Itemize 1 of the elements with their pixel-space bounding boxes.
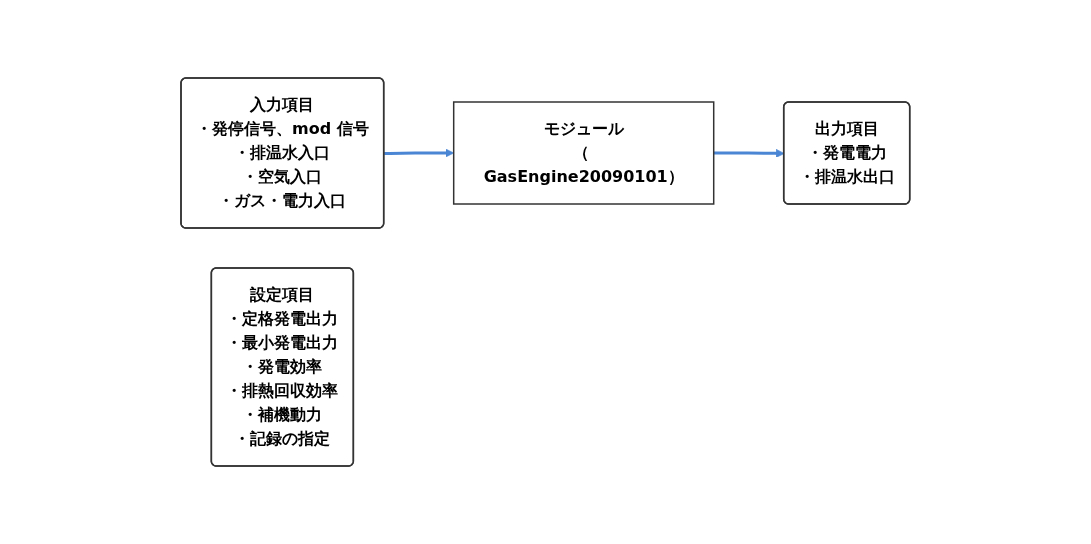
node-box: モジュール （ GasEngine20090101） [453,101,715,205]
